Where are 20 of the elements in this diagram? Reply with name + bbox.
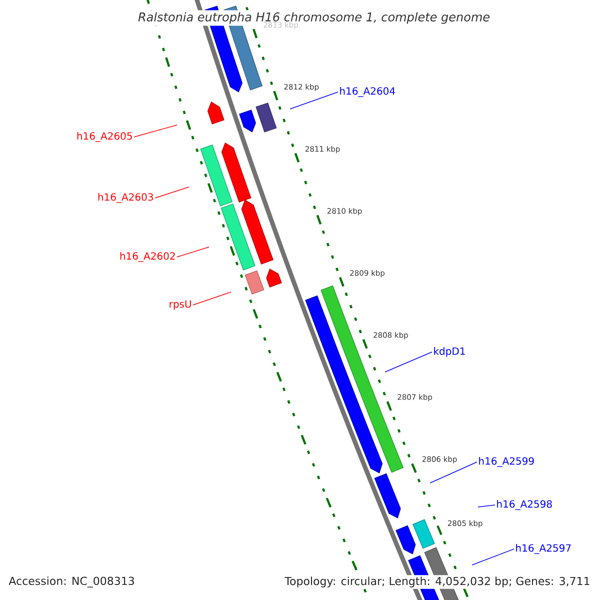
gene-label: h16_A2597 (516, 544, 571, 554)
leader-line (134, 124, 178, 138)
gene-label: h16_A2604 (340, 87, 395, 97)
gene-label: h16_A2603 (98, 193, 153, 203)
gene-label: h16_A2598 (497, 500, 552, 510)
leader-line (430, 462, 478, 484)
leader-line (384, 352, 432, 372)
leader-line (192, 292, 232, 306)
leader-line (472, 548, 514, 566)
gene-label: h16_A2599 (479, 457, 534, 467)
accession-text: Accession: NC_008313 (7, 575, 136, 589)
leader-line (290, 92, 338, 110)
gene-label: h16_A2605 (77, 132, 132, 142)
leader-line (176, 246, 210, 258)
gene-label: kdpD1 (434, 347, 465, 357)
genome-info-text: Topology: circular; Length: 4,052,032 bp; Genes: 3,711 (283, 575, 592, 589)
leader-line (154, 186, 190, 198)
gene-label: rpsU (170, 300, 191, 310)
gene-label: h16_A2602 (120, 252, 175, 262)
leader-line (478, 504, 496, 508)
